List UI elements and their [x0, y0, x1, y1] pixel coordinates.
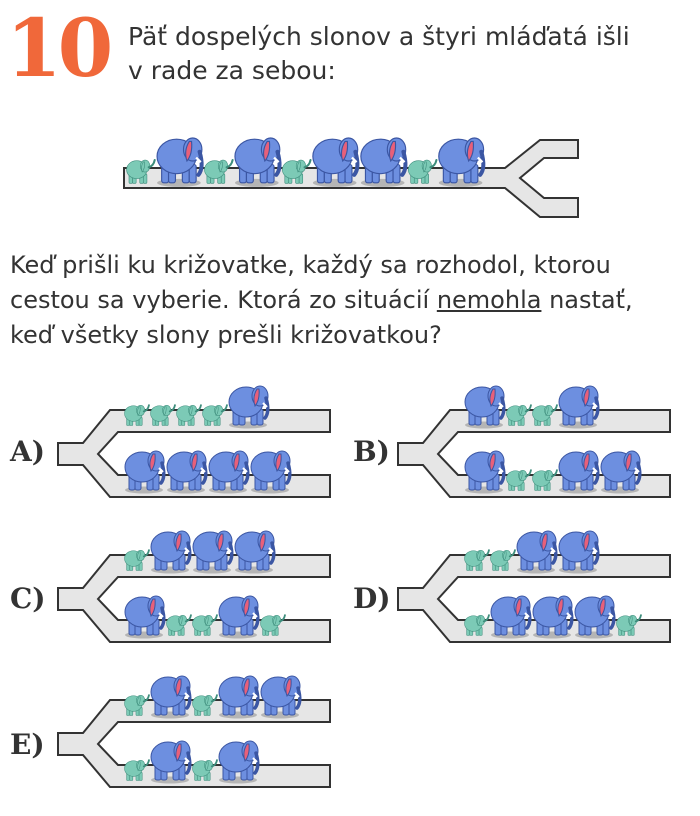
- baby-elephant: [282, 159, 312, 184]
- adult-elephant: [558, 385, 600, 429]
- adult-elephant: [218, 675, 260, 719]
- baby-elephant: [204, 159, 234, 184]
- option-e-label[interactable]: E): [10, 728, 45, 761]
- adult-elephant: [250, 450, 292, 494]
- baby-elephant: [192, 614, 218, 636]
- baby-elephant: [126, 159, 156, 184]
- task-number: 10: [6, 1, 113, 95]
- adult-elephant: [360, 137, 408, 187]
- baby-elephant: [532, 404, 558, 426]
- baby-elephant: [490, 549, 516, 571]
- baby-elephant: [506, 469, 532, 491]
- adult-elephant: [438, 137, 486, 187]
- baby-elephant: [464, 549, 490, 571]
- adult-elephant: [156, 137, 204, 187]
- intro-line-2: v rade za sebou:: [128, 56, 336, 85]
- adult-elephant: [218, 740, 260, 784]
- baby-elephant: [150, 404, 176, 426]
- baby-elephant: [506, 404, 532, 426]
- adult-elephant: [490, 595, 532, 639]
- baby-elephant: [192, 759, 218, 781]
- baby-elephant: [407, 159, 438, 184]
- baby-elephant: [124, 549, 150, 571]
- question-text: Keď prišli ku križovatke, každý sa rozho…: [10, 248, 700, 353]
- adult-elephant: [192, 530, 234, 574]
- adult-elephant: [218, 595, 260, 639]
- adult-elephant: [312, 137, 360, 187]
- adult-elephant: [464, 450, 506, 494]
- adult-elephant: [234, 530, 276, 574]
- option-a-label[interactable]: A): [10, 435, 45, 468]
- adult-elephant: [208, 450, 250, 494]
- adult-elephant: [516, 530, 558, 574]
- underlined-word: nemohla: [436, 286, 542, 314]
- adult-elephant: [532, 595, 574, 639]
- adult-elephant: [234, 137, 282, 187]
- baby-elephant: [124, 759, 150, 781]
- adult-elephant: [574, 595, 616, 639]
- question-line-2-end: nastať,: [541, 286, 633, 314]
- question-line-1: Keď prišli ku križovatke, každý sa rozho…: [10, 251, 611, 279]
- option-road-c: [57, 554, 331, 643]
- option-b-label[interactable]: B): [353, 435, 390, 468]
- intro-text: Päť dospelých slonov a štyri mláďatá išl…: [128, 20, 630, 88]
- baby-elephant: [124, 694, 150, 716]
- baby-elephant: [124, 404, 150, 426]
- adult-elephant: [558, 530, 600, 574]
- question-line-3: keď všetky slony prešli križovatkou?: [10, 321, 442, 349]
- adult-elephant: [124, 595, 166, 639]
- adult-elephant: [600, 450, 642, 494]
- baby-elephant: [166, 614, 192, 636]
- adult-elephant: [124, 450, 166, 494]
- baby-elephant: [532, 469, 558, 491]
- option-c-label[interactable]: C): [10, 582, 46, 615]
- option-d-label[interactable]: D): [353, 582, 391, 615]
- adult-elephant: [260, 675, 302, 719]
- adult-elephant: [150, 675, 192, 719]
- baby-elephant: [192, 694, 218, 716]
- question-line-2: cestou sa vyberie. Ktorá zo situácií nem…: [10, 283, 700, 318]
- baby-elephant: [464, 614, 490, 636]
- adult-elephant: [150, 740, 192, 784]
- question-line-2-start: cestou sa vyberie. Ktorá zo situácií: [10, 286, 437, 314]
- adult-elephant: [558, 450, 600, 494]
- baby-elephant: [616, 614, 642, 636]
- baby-elephant: [260, 614, 286, 636]
- adult-elephant: [166, 450, 208, 494]
- adult-elephant: [228, 385, 270, 429]
- adult-elephant: [150, 530, 192, 574]
- baby-elephant: [202, 404, 228, 426]
- baby-elephant: [176, 404, 202, 426]
- intro-line-1: Päť dospelých slonov a štyri mláďatá išl…: [128, 22, 630, 51]
- adult-elephant: [464, 385, 506, 429]
